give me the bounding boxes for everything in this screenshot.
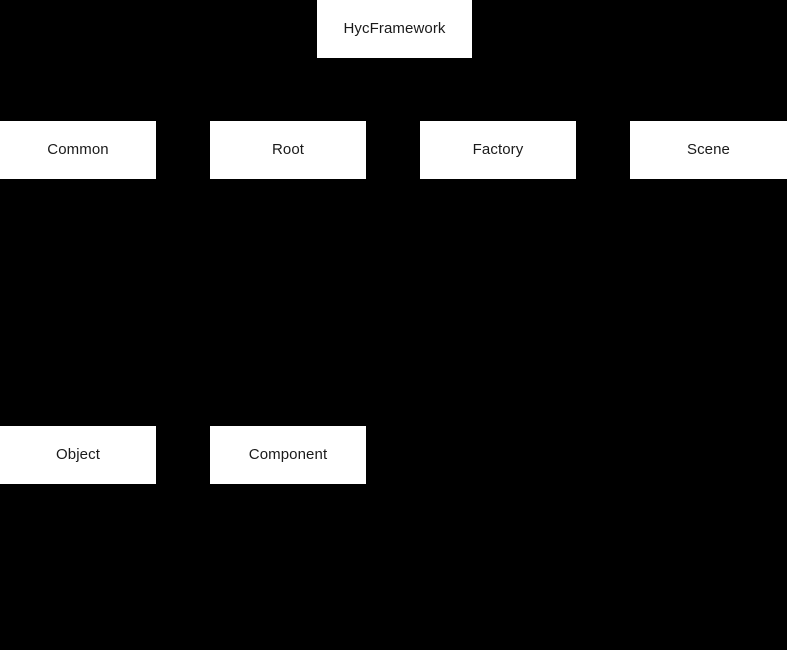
node-component[interactable]: Component — [210, 426, 366, 484]
node-root[interactable]: Root — [210, 121, 366, 179]
node-label-object: Object — [56, 446, 100, 463]
node-factory[interactable]: Factory — [420, 121, 576, 179]
node-common[interactable]: Common — [0, 121, 156, 179]
node-label-hycframework: HycFramework — [343, 20, 446, 37]
node-label-factory: Factory — [472, 141, 524, 158]
node-label-scene: Scene — [686, 141, 731, 158]
node-object[interactable]: Object — [0, 426, 156, 484]
node-label-component: Component — [248, 446, 328, 463]
node-label-common: Common — [47, 141, 109, 158]
node-hycframework[interactable]: HycFramework — [317, 0, 472, 58]
node-label-root: Root — [271, 141, 305, 158]
node-scene[interactable]: Scene — [630, 121, 787, 179]
